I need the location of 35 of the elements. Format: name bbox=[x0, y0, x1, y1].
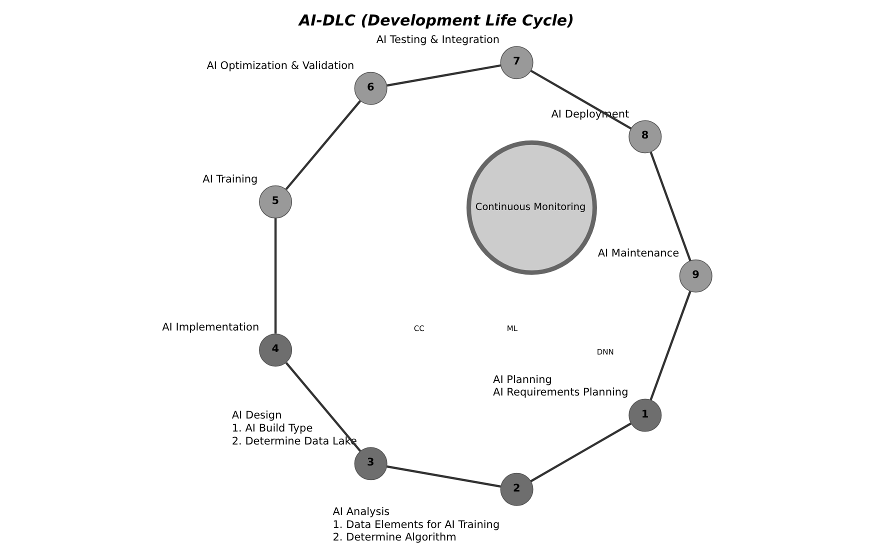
connector bbox=[530, 70, 632, 130]
node-label: 1. AI Build Type bbox=[231, 422, 312, 434]
connector bbox=[649, 152, 691, 262]
node-label: AI Planning bbox=[492, 374, 552, 386]
connector bbox=[284, 100, 361, 190]
label: ML bbox=[506, 324, 518, 334]
node-circle: 4 bbox=[258, 334, 292, 367]
connector bbox=[386, 64, 500, 87]
connector bbox=[284, 362, 361, 452]
label: CC bbox=[413, 324, 424, 334]
node-label: AI Requirements Planning bbox=[492, 386, 628, 399]
node-label: 2. Determine Algorithm bbox=[332, 532, 456, 544]
node-label: AI Design bbox=[231, 410, 282, 422]
connector bbox=[274, 218, 276, 334]
node-circle: 1 bbox=[628, 398, 662, 432]
node-label: AI Implementation bbox=[162, 322, 259, 334]
node-circle: Continuous Monitoring bbox=[466, 140, 596, 275]
node-circle: 5 bbox=[258, 185, 292, 218]
node-label: AI Maintenance bbox=[597, 248, 679, 260]
connector bbox=[386, 465, 500, 488]
connector bbox=[530, 422, 631, 482]
node-circle: 2 bbox=[500, 472, 533, 506]
label: DNN bbox=[596, 347, 614, 356]
node-label: 1. Data Elements for AI Training bbox=[332, 518, 500, 531]
node-label: AI Analysis bbox=[332, 506, 390, 518]
node-label: AI Training bbox=[202, 174, 258, 186]
node-label: AI Testing & Integration bbox=[376, 34, 500, 46]
node-circle: 7 bbox=[500, 46, 533, 80]
connector bbox=[649, 291, 691, 400]
node-circle: 6 bbox=[354, 72, 387, 105]
node-label: AI Optimization & Validation bbox=[206, 60, 354, 72]
node-circle: 8 bbox=[628, 120, 662, 154]
node-circle: 9 bbox=[678, 259, 712, 293]
diagram-title: AI-DLC (Development Life Cycle) bbox=[298, 11, 574, 30]
node-circle: 3 bbox=[354, 447, 387, 480]
